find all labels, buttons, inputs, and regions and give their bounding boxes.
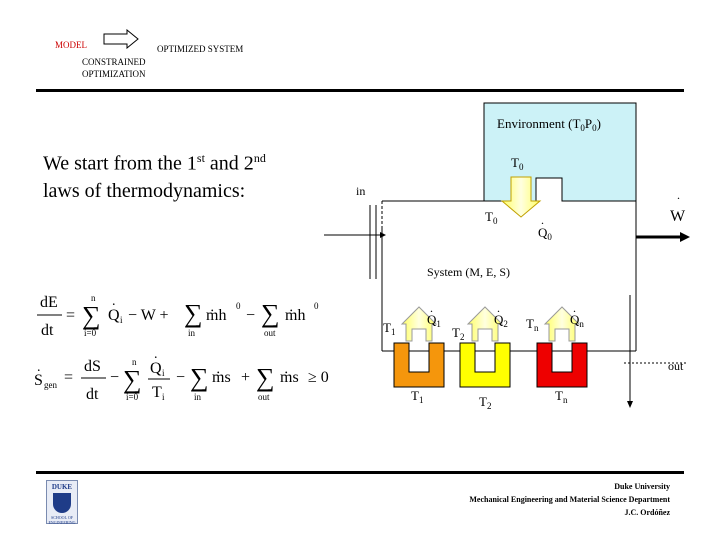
svg-text:−: − (246, 307, 255, 324)
svg-text:.: . (430, 301, 433, 315)
q1-label: Q1 (427, 312, 441, 329)
optimization-text: OPTIMIZATION (82, 69, 146, 79)
svg-text:.: . (677, 188, 680, 202)
t1-label: T1 (383, 320, 395, 337)
headline: We start from the 1st and 2nd laws of th… (43, 151, 266, 202)
svg-text:≥ 0: ≥ 0 (308, 369, 329, 386)
t2-bottom-label: T2 (479, 394, 491, 411)
university-name: Duke University (614, 482, 670, 491)
shield-icon (53, 493, 71, 513)
work-label: W (670, 208, 686, 225)
department-name: Mechanical Engineering and Material Scie… (469, 495, 670, 504)
optimized-system-label: OPTIMIZED SYSTEM (157, 44, 244, 54)
svg-text:n: n (91, 293, 96, 303)
q0-label: Q0 (538, 225, 552, 242)
svg-text:−: − (110, 369, 119, 386)
footer-credits: Duke University Mechanical Engineering a… (469, 480, 670, 519)
svg-text:∑: ∑ (184, 299, 203, 328)
reservoir-n (536, 306, 588, 388)
svg-text:+: + (241, 369, 250, 386)
svg-text:−: − (176, 369, 185, 386)
svg-text:n: n (132, 357, 137, 367)
model-label: MODEL (55, 40, 87, 50)
environment-label: Environment (T0P0) (497, 116, 601, 133)
svg-text:dt: dt (86, 386, 99, 403)
svg-text:=: = (66, 307, 75, 324)
svg-text:out: out (258, 392, 270, 402)
svg-text:ṁh: ṁh (285, 307, 305, 324)
svg-text:i: i (162, 392, 165, 402)
first-law-equation: dE dt = n ∑ i=0 Q . i − W + ∑ in ṁh 0 − … (37, 293, 319, 339)
tn-bottom-label: Tn (555, 388, 568, 405)
tn-label: Tn (526, 316, 539, 333)
svg-text:Q: Q (108, 307, 120, 324)
system-label: System (M, E, S) (427, 265, 510, 279)
top-rule (36, 89, 684, 92)
svg-text:∑: ∑ (261, 299, 280, 328)
svg-text:in: in (194, 392, 202, 402)
svg-text:=: = (64, 369, 73, 386)
svg-text:0: 0 (314, 301, 319, 311)
svg-text:.: . (154, 347, 158, 362)
t2-label: T2 (452, 325, 464, 342)
svg-text:Q: Q (150, 360, 162, 377)
svg-text:gen: gen (44, 380, 57, 390)
out-label: out (668, 359, 684, 373)
t1-bottom-label: T1 (411, 388, 423, 405)
svg-text:∑: ∑ (256, 363, 275, 392)
svg-text:i: i (162, 368, 165, 378)
svg-text:ṁh: ṁh (206, 307, 226, 324)
svg-text:∑: ∑ (190, 363, 209, 392)
heat-arrow-icon (500, 176, 542, 218)
svg-text:dS: dS (84, 358, 101, 375)
in-label: in (356, 184, 365, 198)
svg-text:.: . (112, 294, 116, 309)
svg-text:ṁs: ṁs (280, 369, 299, 386)
svg-text:T: T (152, 384, 162, 401)
env-t0-label: T0 (511, 155, 524, 172)
svg-text:∑: ∑ (82, 301, 101, 330)
second-law-equation: S . gen = dS dt − n ∑ i=0 Q . i T i − ∑ … (34, 347, 329, 403)
constrained-text: CONSTRAINED (82, 57, 146, 67)
svg-text:i=0: i=0 (84, 328, 97, 338)
svg-text:dE: dE (40, 294, 58, 311)
svg-text:i: i (120, 315, 123, 325)
reservoir-2 (459, 306, 511, 388)
boundary-t0-label: T0 (485, 209, 498, 226)
q2-label: Q2 (494, 312, 508, 329)
svg-text:0: 0 (236, 301, 241, 311)
duke-logo: DUKE SCHOOL OF ENGINEERING (46, 480, 78, 525)
bottom-rule (36, 471, 684, 474)
author-name: J.C. Ordóñez (624, 508, 670, 517)
svg-text:dt: dt (41, 322, 54, 339)
svg-text:ṁs: ṁs (212, 369, 231, 386)
svg-text:.: . (541, 213, 544, 227)
svg-text:− W +: − W + (128, 307, 169, 324)
svg-text:∑: ∑ (123, 365, 142, 394)
system-diagram: Environment (T0P0) T0 in out T0 . Q0 . W… (324, 102, 690, 411)
svg-text:.: . (37, 360, 41, 375)
right-arrow-icon (103, 29, 139, 49)
equations: dE dt = n ∑ i=0 Q . i − W + ∑ in ṁh 0 − … (34, 293, 329, 403)
svg-text:.: . (497, 301, 500, 315)
svg-text:.: . (573, 301, 576, 315)
svg-text:i=0: i=0 (126, 392, 139, 402)
svg-text:S: S (34, 372, 43, 389)
qn-label: Qn (570, 312, 584, 329)
svg-text:out: out (264, 328, 276, 338)
reservoir-1 (393, 306, 445, 388)
constrained-optimization-label: CONSTRAINED OPTIMIZATION (82, 56, 146, 80)
svg-text:in: in (188, 328, 196, 338)
